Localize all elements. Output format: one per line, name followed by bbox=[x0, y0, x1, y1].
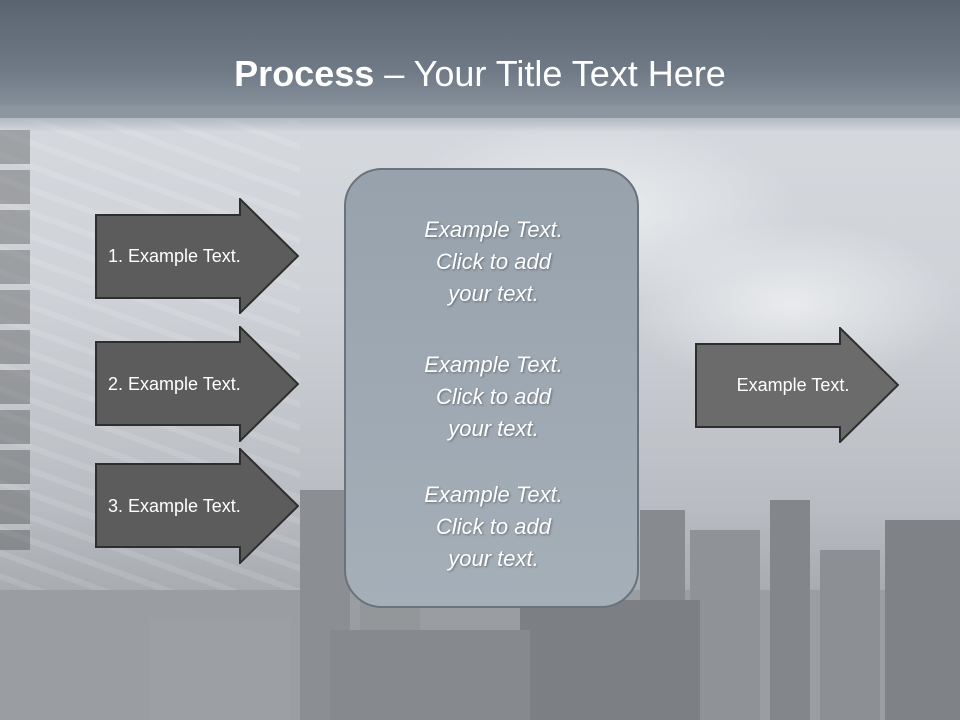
center-block-1-line3: your text. bbox=[448, 281, 539, 306]
title-bold: Process bbox=[234, 53, 375, 94]
arrow-step-1[interactable]: 1. Example Text. bbox=[95, 198, 299, 314]
center-block-1-line2: Click to add bbox=[436, 249, 551, 274]
arrow-right-shape bbox=[695, 327, 899, 443]
center-block-3-line1: Example Text. bbox=[424, 482, 563, 507]
center-block-1: Example Text. Click to add your text. bbox=[346, 214, 641, 310]
center-block-3-line2: Click to add bbox=[436, 514, 551, 539]
center-text-box[interactable]: Example Text. Click to add your text. Ex… bbox=[344, 168, 639, 608]
center-block-2: Example Text. Click to add your text. bbox=[346, 349, 641, 445]
city-skyline bbox=[0, 490, 960, 720]
header-fade bbox=[0, 106, 960, 132]
center-block-3-line3: your text. bbox=[448, 546, 539, 571]
slide-title[interactable]: Process – Your Title Text Here bbox=[0, 52, 960, 96]
center-block-2-line2: Click to add bbox=[436, 384, 551, 409]
center-block-1-line1: Example Text. bbox=[424, 217, 563, 242]
arrow-step-1-label: 1. Example Text. bbox=[108, 245, 241, 266]
arrow-step-3[interactable]: 3. Example Text. bbox=[95, 448, 299, 564]
arrow-output[interactable]: Example Text. bbox=[695, 327, 899, 443]
center-block-2-line1: Example Text. bbox=[424, 352, 563, 377]
arrow-right-shape bbox=[95, 326, 299, 442]
arrow-output-label: Example Text. bbox=[736, 374, 850, 395]
arrow-right-shape bbox=[95, 448, 299, 564]
center-block-2-line3: your text. bbox=[448, 416, 539, 441]
arrow-right-shape bbox=[95, 198, 299, 314]
arrow-step-3-label: 3. Example Text. bbox=[108, 495, 241, 516]
filmstrip-decoration bbox=[0, 130, 30, 550]
header-bar bbox=[0, 0, 960, 118]
center-block-3: Example Text. Click to add your text. bbox=[346, 479, 641, 575]
arrow-step-2-label: 2. Example Text. bbox=[108, 373, 241, 394]
arrow-step-2[interactable]: 2. Example Text. bbox=[95, 326, 299, 442]
title-rest: – Your Title Text Here bbox=[374, 53, 726, 94]
